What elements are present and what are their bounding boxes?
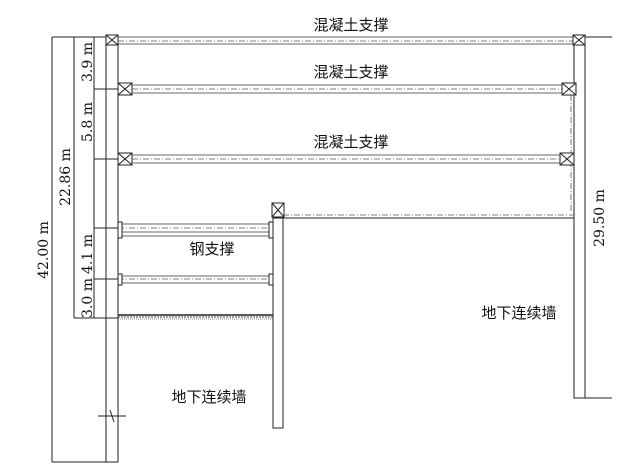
dim-excavation-depth-label: 22.86 m: [58, 148, 74, 206]
dim-right-wall-depth: [585, 36, 612, 399]
concrete-strut-2: [117, 82, 577, 96]
steel-strut-1: [117, 221, 274, 239]
left-wall-joint-tick: [109, 409, 115, 423]
dim-excavation-depth: [73, 37, 118, 319]
dim-spacing-1-label: 3.9 m: [80, 42, 96, 82]
steel-strut-2: [117, 273, 274, 286]
dim-spacing-3-label: 4.1 m: [80, 234, 96, 274]
label-concrete-strut-1: 混凝土支撑: [313, 16, 388, 34]
label-concrete-strut-3: 混凝土支撑: [313, 133, 388, 151]
label-steel-strut: 钢支撑: [189, 240, 234, 258]
label-diaphragm-wall-left: 地下连续墙: [171, 388, 246, 406]
dim-total-depth: [51, 36, 106, 463]
excavation-bottom: [118, 314, 273, 320]
dim-total-depth-label: 42.00 m: [36, 221, 52, 279]
left-diaphragm-wall: [105, 37, 119, 463]
dim-right-wall-depth-label: 29.50 m: [592, 189, 608, 247]
dim-spacing-ticks: [93, 37, 118, 318]
dim-spacing-2-label: 5.8 m: [80, 102, 96, 142]
dim-spacing-4-label: 3.0 m: [80, 278, 96, 318]
label-diaphragm-wall-right: 地下连续墙: [481, 304, 556, 322]
label-concrete-strut-2: 混凝土支撑: [313, 63, 388, 81]
concrete-strut-3: [117, 152, 575, 166]
middle-diaphragm-wall: [272, 217, 284, 429]
concrete-strut-1: [105, 34, 586, 46]
